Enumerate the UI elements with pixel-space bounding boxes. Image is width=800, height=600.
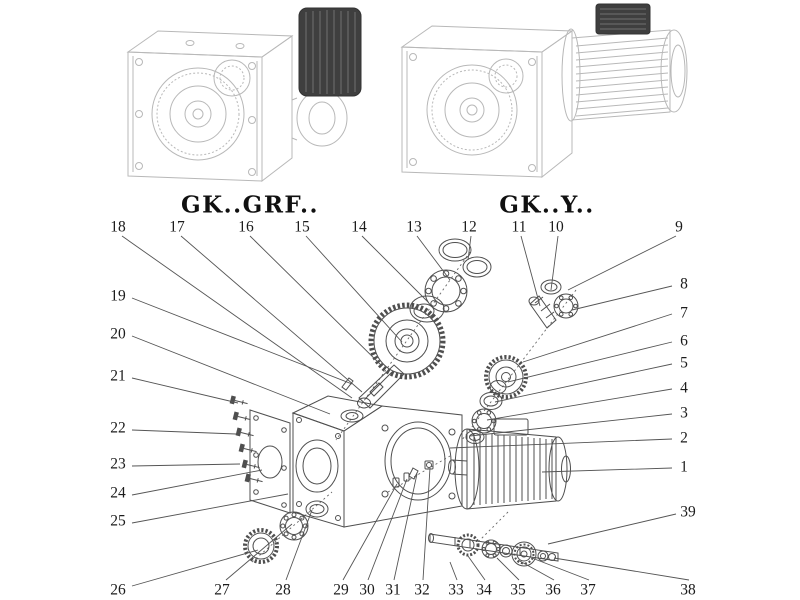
plug [424,460,434,470]
model-label-gk-y: GK..Y.. [499,191,595,219]
snap-ring [540,279,562,295]
small-fasteners [392,460,434,488]
shaft-key [341,377,354,391]
output-shaft [357,364,405,409]
part-callout-31: 31 [385,581,401,599]
electric-motor [448,418,571,510]
shaft-spacer [499,544,513,558]
part-callout-22: 22 [110,419,126,437]
shaft-nut [548,553,556,561]
output-shaft-kit [428,533,559,567]
motor-assembled [561,28,688,122]
part-callout-9: 9 [675,218,683,236]
ball-bearing-large [424,269,468,313]
toothed-lock-ring [243,528,279,564]
flange-screws [229,395,263,483]
part-callout-27: 27 [214,581,230,599]
part-callout-6: 6 [680,332,688,350]
part-callout-35: 35 [510,581,526,599]
part-callout-30: 30 [359,581,375,599]
part-callout-33: 33 [448,581,464,599]
key-item [408,467,419,480]
part-callout-29: 29 [333,581,349,599]
assembly-axes [251,251,577,563]
part-callout-18: 18 [110,218,126,236]
part-callout-15: 15 [294,218,310,236]
ball-bearing-small [553,293,579,319]
part-callout-38: 38 [680,581,696,599]
main-gear-shaft-cluster [341,238,492,409]
pinion-shaft [528,295,557,329]
shim-ring [465,430,485,444]
part-callout-39: 39 [680,503,696,521]
input-pinion-cluster [528,279,579,329]
shaft-disc-gear [511,541,537,567]
part-callout-14: 14 [351,218,367,236]
part-callout-3: 3 [680,404,688,422]
part-callout-25: 25 [110,512,126,530]
part-callout-8: 8 [680,275,688,293]
part-callout-5: 5 [680,354,688,372]
part-callout-10: 10 [548,218,564,236]
part-callout-11: 11 [511,218,527,236]
part-callout-32: 32 [414,581,430,599]
part-callout-28: 28 [275,581,291,599]
part-callout-17: 17 [169,218,185,236]
shaft-bearing [481,539,501,559]
part-callout-34: 34 [476,581,492,599]
intermediate-gear-cluster [465,355,528,444]
leader-lines [121,235,690,587]
bolt [392,477,400,488]
terminal-box [595,3,651,35]
assembled-view-gk-grf [126,7,362,183]
part-callout-26: 26 [110,581,126,599]
part-callout-16: 16 [238,218,254,236]
lower-bearing-seal-cluster [243,500,329,564]
input-cover-cap [298,7,362,97]
part-callout-7: 7 [680,304,688,322]
shaft-gear [456,533,480,557]
intermediate-gear [484,355,528,399]
part-callout-13: 13 [406,218,422,236]
large-helical-gear [368,302,446,380]
oil-seal [305,500,329,518]
assembled-view-gk-y [400,3,688,179]
part-callout-24: 24 [110,484,126,502]
part-callout-2: 2 [680,429,688,447]
gear-housing [291,395,463,528]
seal-ring [462,256,492,278]
part-callout-12: 12 [461,218,477,236]
part-callout-4: 4 [680,379,688,397]
ball-bearing-lower [279,511,309,541]
part-callout-19: 19 [110,287,126,305]
shaft-washer [537,550,549,562]
model-label-gk-grf: GK..GRF.. [181,191,319,219]
part-callout-36: 36 [545,581,561,599]
part-callout-20: 20 [110,325,126,343]
part-callout-37: 37 [580,581,596,599]
part-callout-1: 1 [680,458,688,476]
bearing-cone [409,295,445,323]
part-callout-21: 21 [110,367,126,385]
part-callout-23: 23 [110,455,126,473]
retaining-ring [438,238,472,262]
